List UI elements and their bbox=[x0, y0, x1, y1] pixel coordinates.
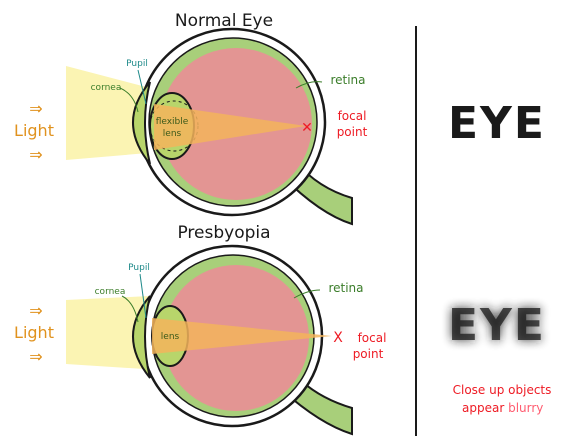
focal-point-label-2-line2: point bbox=[353, 347, 384, 361]
normal-eye-title: Normal Eye bbox=[175, 11, 273, 31]
normal-eye-panel: Normal Eye ✕ ⇒ Light ⇒ Pupil cornea flex… bbox=[14, 11, 368, 224]
focal-point-label-line1: focal bbox=[338, 109, 367, 123]
caption-blurry-word: blurry bbox=[508, 401, 543, 415]
vision-comparison: EYE EYE EYE Close up objects appear blur… bbox=[448, 98, 551, 415]
caption-line-2: appear blurry bbox=[462, 401, 543, 415]
retina-label: retina bbox=[330, 73, 365, 87]
presbyopia-title: Presbyopia bbox=[177, 223, 270, 243]
cornea-label: cornea bbox=[91, 83, 122, 93]
caption-line-1: Close up objects bbox=[453, 383, 552, 397]
light-label: Light bbox=[14, 121, 54, 140]
presbyopia-panel: Presbyopia X ⇒ Light ⇒ Pupil cornea lens… bbox=[14, 223, 386, 434]
lens-label-line2: lens bbox=[163, 129, 182, 139]
retina-label-2: retina bbox=[328, 281, 363, 295]
focal-point-mark: ✕ bbox=[301, 120, 313, 136]
light-arrow-top: ⇒ bbox=[29, 99, 42, 118]
light-arrow-bottom-2: ⇒ bbox=[29, 347, 42, 366]
lens-label-line1: flexible bbox=[156, 117, 189, 127]
caption-line-2-prefix: appear bbox=[462, 401, 508, 415]
focal-point-mark-2: X bbox=[333, 330, 343, 346]
blurry-eye-word: EYE bbox=[448, 300, 546, 351]
lens-label-2: lens bbox=[161, 332, 180, 342]
pupil-label-2: Pupil bbox=[128, 263, 150, 273]
light-arrow-top-2: ⇒ bbox=[29, 301, 42, 320]
sharp-eye-word: EYE bbox=[448, 98, 546, 149]
light-label-2: Light bbox=[14, 323, 54, 342]
light-arrow-bottom: ⇒ bbox=[29, 145, 42, 164]
pupil-label: Pupil bbox=[126, 59, 148, 69]
focal-point-label-line2: point bbox=[337, 125, 368, 139]
focal-point-label-2-line1: focal bbox=[358, 331, 387, 345]
cornea-label-2: cornea bbox=[95, 287, 126, 297]
